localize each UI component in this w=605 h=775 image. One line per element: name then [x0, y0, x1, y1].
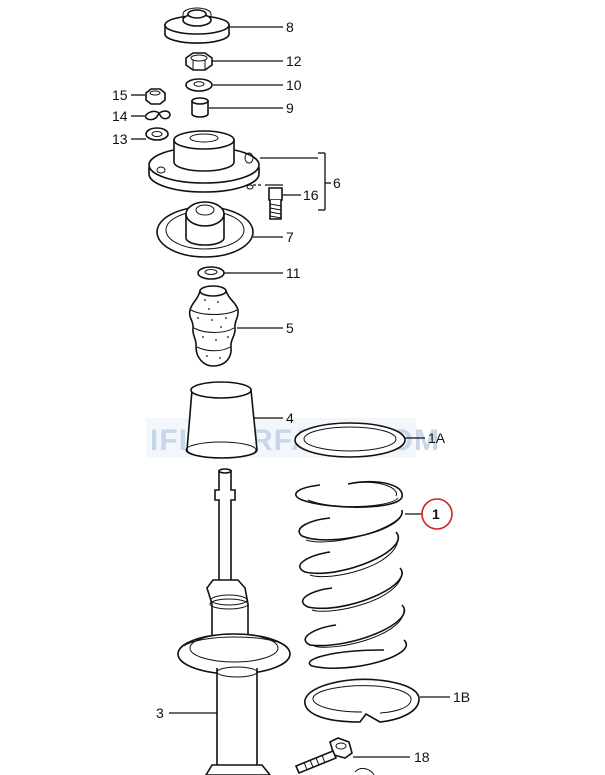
part-13-washer-icon[interactable]	[131, 127, 169, 141]
callout-3[interactable]: 3	[156, 705, 164, 721]
callout-11[interactable]: 11	[286, 265, 301, 281]
callout-1B[interactable]: 1B	[453, 689, 470, 705]
callout-8[interactable]: 8	[286, 19, 294, 35]
part-7-strut-bearing-icon[interactable]	[156, 201, 283, 258]
part-18-bolt-icon[interactable]	[294, 737, 410, 775]
callout-labels: 8 12 10 9 15 14 13 6 16 7 11 5 4 1A 1 1B…	[112, 19, 470, 765]
callout-9[interactable]: 9	[286, 100, 294, 116]
callout-16[interactable]: 16	[303, 187, 319, 203]
part-1-coil-spring-icon[interactable]	[295, 480, 453, 670]
callout-1[interactable]: 1	[432, 506, 440, 522]
part-6-strut-mount-bracket-icon[interactable]	[148, 130, 260, 193]
callout-7[interactable]: 7	[286, 229, 294, 245]
callout-6-bracket	[253, 152, 331, 211]
part-10-washer-icon[interactable]	[185, 78, 283, 92]
callout-6[interactable]: 6	[333, 175, 341, 191]
part-4-dust-boot-icon[interactable]	[185, 381, 283, 459]
part-11-washer-icon[interactable]	[197, 266, 283, 280]
callout-5[interactable]: 5	[286, 320, 294, 336]
callout-12[interactable]: 12	[286, 53, 302, 69]
callout-18[interactable]: 18	[414, 749, 430, 765]
callout-15[interactable]: 15	[112, 87, 128, 103]
callout-1A[interactable]: 1A	[428, 430, 446, 446]
callout-14[interactable]: 14	[112, 108, 128, 124]
callout-13[interactable]: 13	[112, 131, 128, 147]
part-8-top-mount-cap-icon[interactable]	[164, 7, 283, 44]
part-16-bolt-icon[interactable]	[268, 187, 301, 220]
part-5-bump-stop-icon[interactable]	[188, 285, 283, 367]
part-9-bushing-icon[interactable]	[191, 97, 283, 118]
part-14-lock-washer-icon[interactable]	[131, 110, 171, 121]
part-1B-spring-seat-lower-icon[interactable]	[304, 678, 450, 723]
part-1A-spring-seat-upper-icon[interactable]	[294, 422, 425, 458]
callout-4[interactable]: 4	[286, 410, 294, 426]
callout-1-highlight-ring	[421, 498, 453, 530]
callout-10[interactable]: 10	[286, 77, 302, 93]
part-15-hex-nut-icon[interactable]	[131, 88, 166, 105]
part-12-hex-nut-icon[interactable]	[185, 52, 283, 71]
part-3-shock-absorber-icon[interactable]	[169, 468, 291, 775]
